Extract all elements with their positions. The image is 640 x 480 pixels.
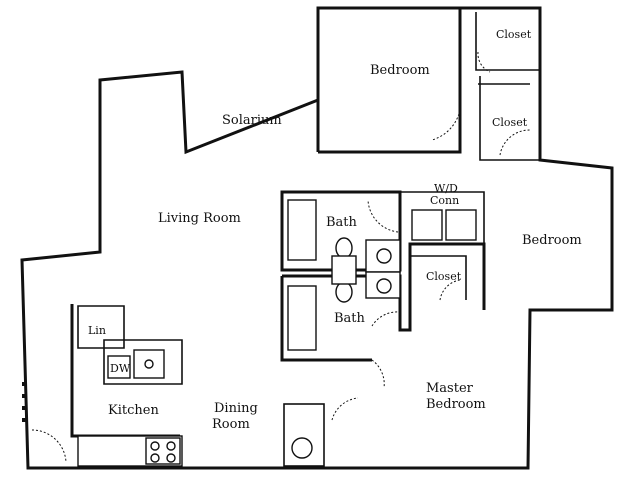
dining-line1-label: Dining xyxy=(214,401,258,416)
master-line2-label: Bedroom xyxy=(426,397,486,412)
master-line1-label: Master xyxy=(426,381,474,396)
dishwasher-label: DW xyxy=(110,362,131,375)
wd-conn-line2-label: Conn xyxy=(430,194,459,207)
bath-fixtures xyxy=(287,199,477,351)
closet-master-label: Closet xyxy=(426,270,462,283)
exterior-walls xyxy=(20,6,614,470)
bath-lower-label: Bath xyxy=(334,311,366,326)
top-bedroom-walls xyxy=(318,8,540,161)
wd-conn-line1-label: W/D xyxy=(434,182,458,195)
dining-line2-label: Room xyxy=(212,417,250,432)
bedroom-top-label: Bedroom xyxy=(370,63,430,78)
linen-label: Lin xyxy=(88,324,106,337)
powder-room xyxy=(283,403,325,467)
master-closet-walls xyxy=(410,255,467,300)
living-room-label: Living Room xyxy=(158,211,241,226)
bath-upper-label: Bath xyxy=(326,215,358,230)
kitchen-walls xyxy=(31,304,183,467)
kitchen-label: Kitchen xyxy=(108,403,159,418)
left-edge-marks xyxy=(22,382,26,422)
closet-top-label: Closet xyxy=(496,28,532,41)
bedroom-right-label: Bedroom xyxy=(522,233,582,248)
solarium-label: Solarium xyxy=(222,113,282,128)
closet-mid-label: Closet xyxy=(492,116,528,129)
room-labels: Bedroom Closet Closet Solarium W/D Conn … xyxy=(88,28,582,432)
